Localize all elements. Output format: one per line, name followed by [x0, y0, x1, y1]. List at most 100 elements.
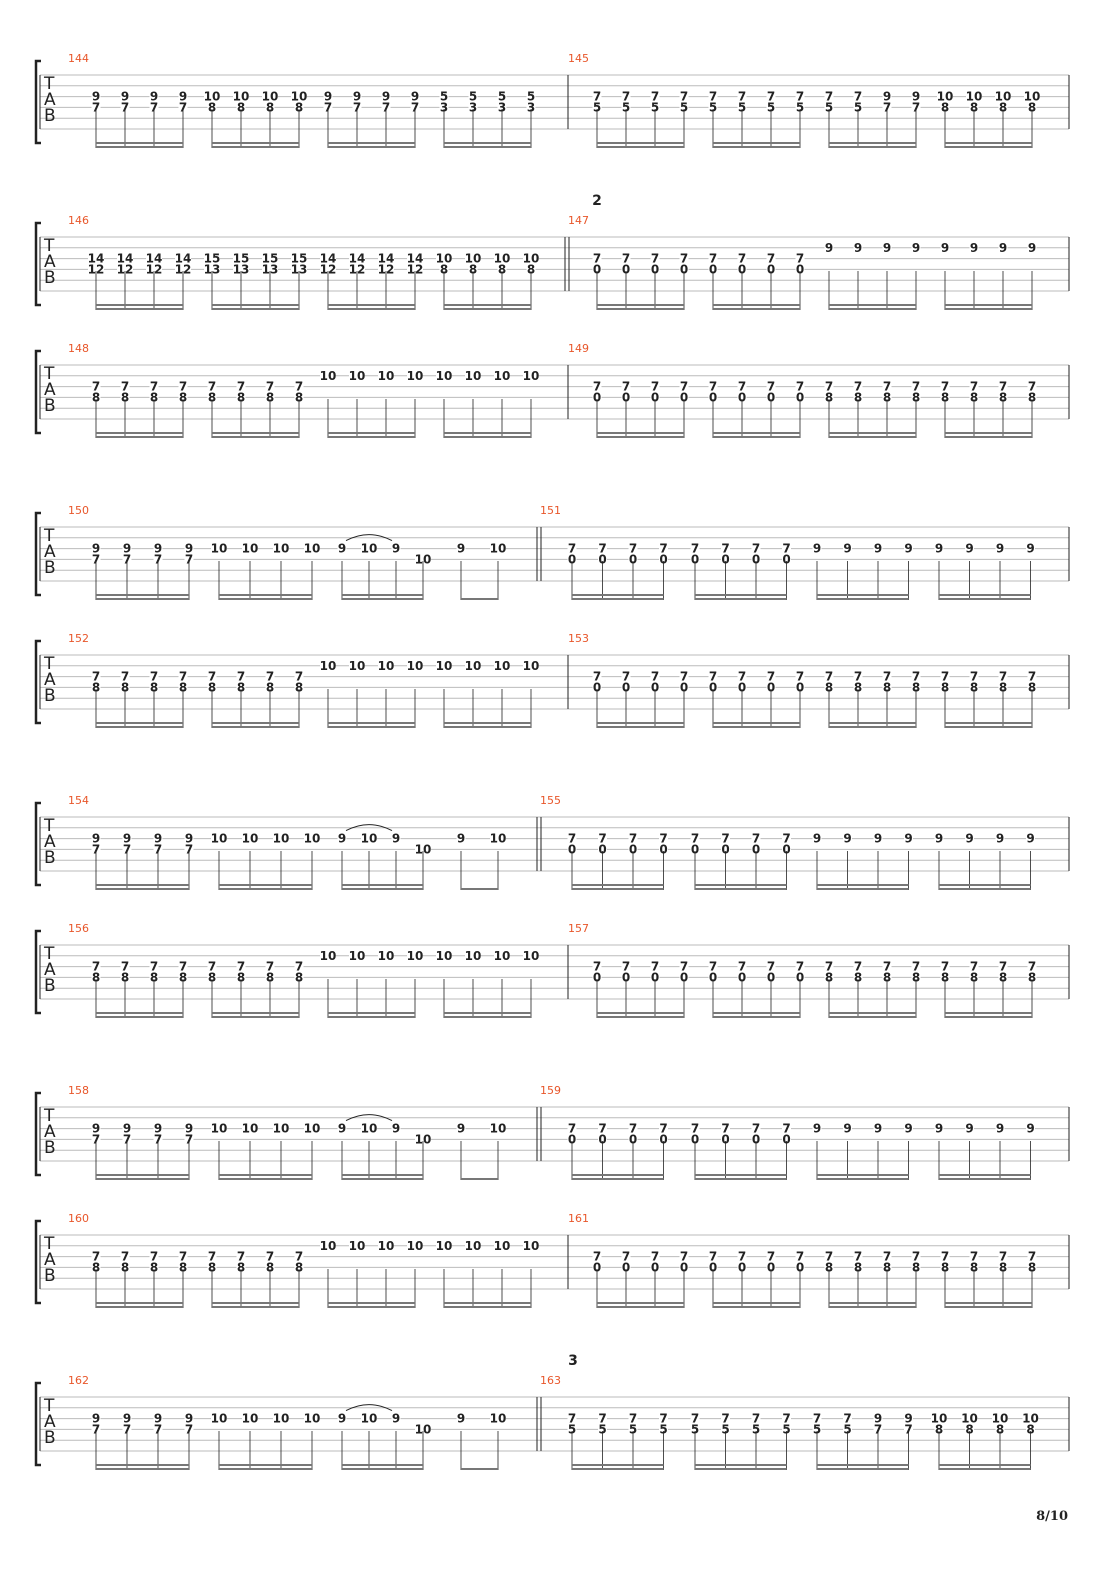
fret-number: 14 [407, 252, 424, 266]
fret-background [824, 90, 834, 103]
fret-number: 0 [691, 842, 699, 856]
fret-background [149, 960, 159, 973]
fret-number: 9 [996, 1122, 1004, 1136]
fret-background [795, 90, 805, 103]
fret-number: 7 [738, 252, 746, 266]
fret-number: 7 [651, 380, 659, 394]
fret-background [650, 101, 660, 114]
fret-number: 3 [498, 100, 506, 114]
fret-background [349, 252, 365, 265]
fret-background [178, 391, 188, 404]
fret-number: 9 [154, 1122, 162, 1136]
fret-number: 5 [691, 1422, 699, 1436]
fret-number: 7 [92, 380, 100, 394]
fret-background [721, 843, 730, 856]
fret-background [178, 380, 188, 393]
fret-background [853, 380, 863, 393]
fret-number: 0 [651, 1260, 659, 1274]
fret-number: 9 [965, 542, 973, 556]
fret-background [262, 252, 278, 265]
fret-number: 10 [349, 659, 366, 673]
fret-background [934, 1423, 944, 1436]
fret-number: 14 [320, 252, 337, 266]
fret-number: 10 [436, 659, 453, 673]
fret-number: 5 [843, 1422, 851, 1436]
fret-number: 10 [1024, 90, 1041, 104]
fret-number: 10 [273, 1412, 290, 1426]
fret-number: 9 [1026, 832, 1034, 846]
fret-background [882, 1250, 892, 1263]
fret-number: 8 [150, 970, 158, 984]
fret-background [737, 1261, 747, 1274]
fret-background [178, 681, 188, 694]
fret-background [737, 263, 747, 276]
fret-number: 9 [92, 1412, 100, 1426]
fret-number: 7 [382, 100, 390, 114]
bar-number: 163 [540, 1374, 561, 1387]
fret-background [207, 380, 217, 393]
tab-clef-letter: T [43, 1396, 55, 1416]
fret-number: 5 [680, 100, 688, 114]
fret-number: 7 [767, 90, 775, 104]
fret-number: 7 [622, 90, 630, 104]
fret-number: 7 [691, 542, 699, 556]
fret-background [782, 1133, 791, 1146]
fret-number: 0 [767, 1260, 775, 1274]
fret-number: 7 [593, 670, 601, 684]
fret-number: 0 [680, 970, 688, 984]
fret-background [940, 971, 950, 984]
fret-background [122, 553, 132, 566]
fret-background [737, 960, 747, 973]
fret-number: 0 [659, 552, 667, 566]
fret-background [708, 263, 718, 276]
fret-number: 10 [407, 369, 424, 383]
fret-background [494, 949, 510, 962]
fret-number: 9 [92, 1122, 100, 1136]
fret-number: 14 [175, 252, 192, 266]
system-bracket [34, 511, 41, 597]
fret-background [940, 380, 950, 393]
fret-background [598, 553, 607, 566]
fret-number: 9 [1028, 241, 1036, 255]
fret-number: 7 [208, 1250, 216, 1264]
fret-background [91, 960, 101, 973]
fret-number: 3 [469, 100, 477, 114]
fret-number: 7 [154, 1422, 162, 1436]
fret-background [824, 241, 834, 254]
fret-background [782, 1423, 791, 1436]
fret-number: 7 [123, 1132, 131, 1146]
fret-background [149, 90, 159, 103]
fret-number: 7 [121, 100, 129, 114]
fret-background [940, 101, 950, 114]
system-bracket [34, 349, 41, 435]
tab-clef-letter: A [44, 960, 56, 980]
fret-number: 7 [651, 252, 659, 266]
fret-background [236, 1250, 246, 1263]
fret-background [940, 1250, 950, 1263]
fret-number: 10 [494, 252, 511, 266]
tab-clef-letter: A [44, 380, 56, 400]
fret-number: 10 [320, 949, 337, 963]
fret-background [242, 1412, 258, 1425]
fret-number: 9 [996, 832, 1004, 846]
bar-number: 152 [68, 632, 89, 645]
fret-background [782, 1122, 791, 1135]
fret-number: 5 [825, 100, 833, 114]
fret-number: 8 [965, 1422, 973, 1436]
fret-number: 15 [233, 252, 250, 266]
fret-number: 0 [680, 680, 688, 694]
fret-background [824, 960, 834, 973]
fret-number: 8 [1028, 970, 1036, 984]
fret-number: 0 [738, 680, 746, 694]
fret-background [650, 1261, 660, 1274]
fret-background [969, 681, 979, 694]
fret-background [721, 1122, 730, 1135]
fret-background [853, 681, 863, 694]
fret-number: 5 [813, 1422, 821, 1436]
fret-number: 10 [349, 1239, 366, 1253]
fret-background [824, 1250, 834, 1263]
fret-background [494, 369, 510, 382]
fret-number: 0 [651, 390, 659, 404]
fret-number: 7 [738, 90, 746, 104]
